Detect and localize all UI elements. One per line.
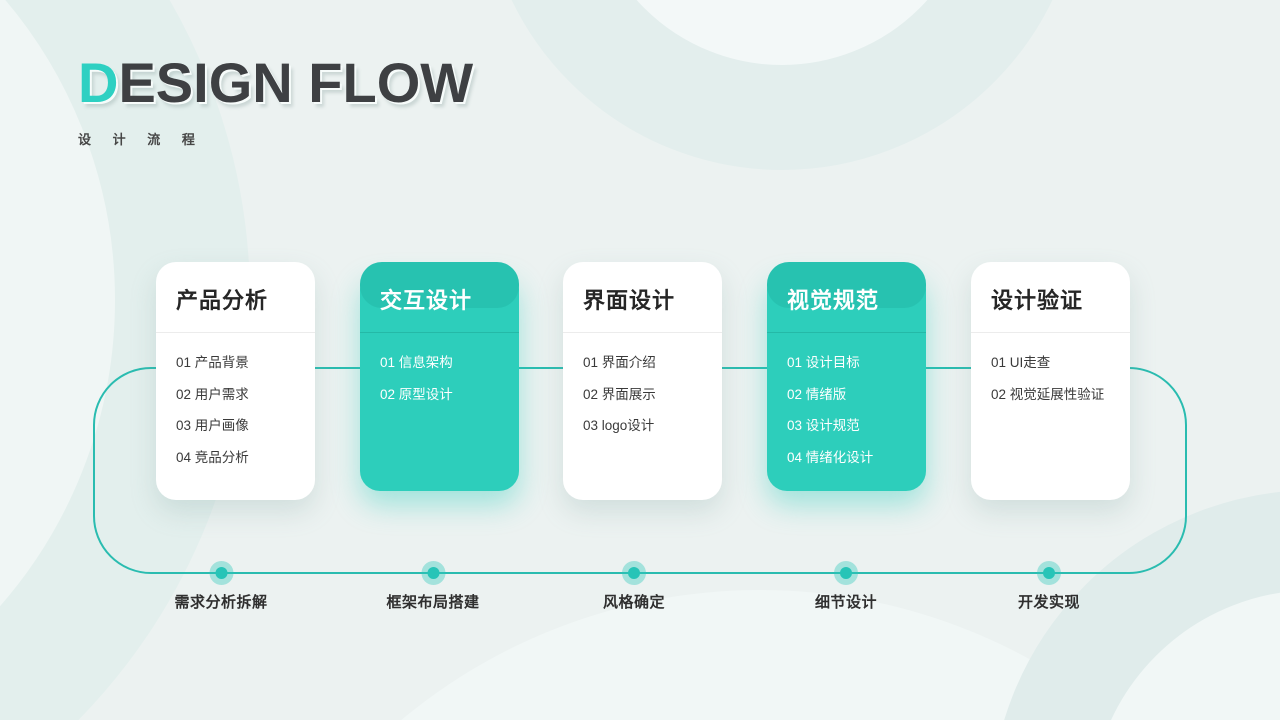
stage-card-divider [563, 332, 722, 333]
stage-card: 交互设计 01 信息架构 02 原型设计 [360, 262, 519, 491]
stage-card-item: 01 UI走查 [991, 355, 1051, 370]
milestone-dot-inner-icon [426, 567, 439, 579]
milestone-dot-inner-icon [1042, 567, 1055, 579]
stage-card-item: 02 视觉延展性验证 [991, 386, 1105, 402]
milestone-label: 细节设计 [814, 594, 878, 611]
stage-card-item: 02 原型设计 [380, 386, 453, 402]
stage-card-items: 01 界面介绍 02 界面展示 03 logo设计 [563, 347, 722, 442]
milestone: 开发实现 [1018, 561, 1080, 612]
milestone-dot-inner-icon [214, 567, 227, 579]
milestone-label: 开发实现 [1017, 594, 1081, 611]
stage-card-divider [767, 332, 926, 333]
milestone-dot-inner-icon [627, 567, 640, 579]
milestone-dot-icon [1036, 561, 1061, 585]
stage-card-item: 03 logo设计 [583, 418, 655, 433]
title-block: DESIGN FLOW 设 计 流 程 [78, 51, 474, 148]
milestone-label: 需求分析拆解 [174, 594, 268, 611]
decor-ring-top [482, 0, 1082, 170]
stage-card-title: 设计验证 [991, 288, 1084, 313]
stage-card-items: 01 UI走查 02 视觉延展性验证 [971, 347, 1130, 410]
stage-card-item: 04 情绪化设计 [787, 449, 874, 465]
stage-card-item: 02 界面展示 [583, 386, 656, 402]
stage-card-items: 01 设计目标 02 情绪版 03 设计规范 04 情绪化设计 [767, 347, 926, 473]
stage-card-divider [156, 332, 315, 333]
page-title-rest: ESIGN FLOW [118, 51, 474, 114]
milestone-label: 风格确定 [602, 594, 666, 611]
milestone: 风格确定 [603, 561, 665, 612]
page-subtitle: 设 计 流 程 [78, 131, 204, 147]
stage-card-item: 02 情绪版 [787, 386, 847, 402]
stage-card-title: 交互设计 [380, 288, 473, 313]
milestone: 需求分析拆解 [174, 561, 267, 612]
stage-card-items: 01 产品背景 02 用户需求 03 用户画像 04 竞品分析 [156, 347, 315, 473]
page-title-lead-letter: D [78, 51, 119, 114]
stage-card-item: 04 竞品分析 [176, 449, 249, 465]
milestone-dot-icon [833, 561, 858, 585]
stage-card-title: 产品分析 [176, 288, 269, 313]
stage-card: 界面设计 01 界面介绍 02 界面展示 03 logo设计 [563, 262, 722, 500]
stage-card-divider [971, 332, 1130, 333]
milestone-dot-icon [208, 561, 233, 585]
stage-card-item: 02 用户需求 [176, 386, 249, 402]
stage-card-item: 01 界面介绍 [583, 355, 656, 370]
milestone-dot-icon [420, 561, 445, 585]
stage-card-item: 01 产品背景 [176, 355, 249, 370]
stage-card-item: 03 用户画像 [176, 418, 249, 433]
stage-card-item: 01 信息架构 [380, 355, 453, 370]
stage-card: 视觉规范 01 设计目标 02 情绪版 03 设计规范 04 情绪化设计 [767, 262, 926, 491]
stage-card-item: 01 设计目标 [787, 355, 860, 370]
stage-card-divider [360, 332, 519, 333]
milestone: 细节设计 [815, 561, 877, 612]
stage-card-item: 03 设计规范 [787, 418, 860, 433]
milestone-dot-inner-icon [839, 567, 852, 579]
milestone-label: 框架布局搭建 [386, 594, 480, 611]
stage-card-items: 01 信息架构 02 原型设计 [360, 347, 519, 410]
stage-card-title: 界面设计 [583, 288, 676, 313]
page-title: DESIGN FLOW [78, 51, 474, 114]
milestone-dot-icon [621, 561, 646, 585]
stage-card-title: 视觉规范 [787, 288, 880, 313]
stage-card: 产品分析 01 产品背景 02 用户需求 03 用户画像 04 竞品分析 [156, 262, 315, 500]
milestone: 框架布局搭建 [386, 561, 479, 612]
stage-card: 设计验证 01 UI走查 02 视觉延展性验证 [971, 262, 1130, 500]
